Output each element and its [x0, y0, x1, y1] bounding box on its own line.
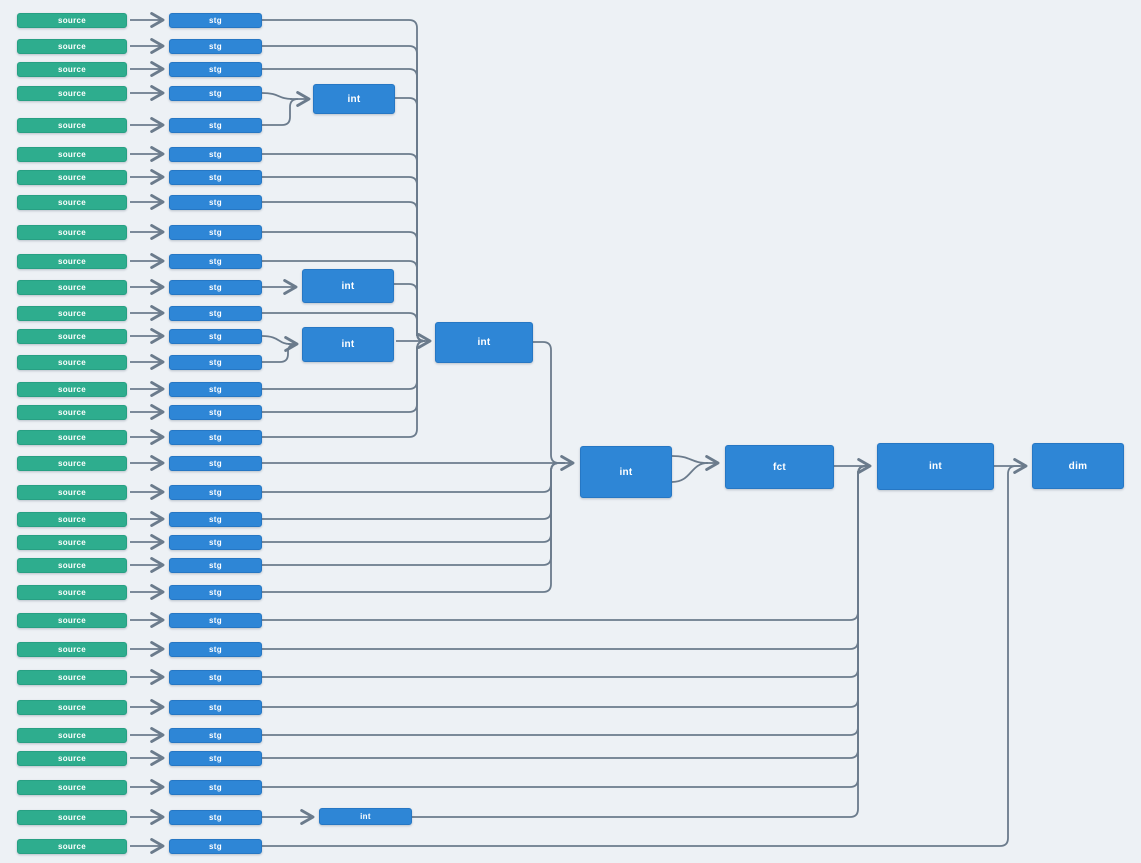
int-node[interactable]: int — [877, 443, 994, 490]
int-node[interactable]: int — [302, 269, 394, 303]
stg-node[interactable]: stg — [169, 381, 262, 397]
source-node[interactable]: source — [17, 429, 127, 445]
edge-line — [262, 462, 565, 543]
edge-line — [262, 462, 565, 566]
source-node[interactable]: source — [17, 534, 127, 550]
source-node[interactable]: source — [17, 279, 127, 295]
edge-line — [533, 341, 565, 464]
source-node[interactable]: source — [17, 511, 127, 527]
stg-node[interactable]: stg — [169, 557, 262, 573]
stg-node[interactable]: stg — [169, 279, 262, 295]
source-node[interactable]: source — [17, 12, 127, 28]
dim-node[interactable]: dim — [1032, 443, 1124, 489]
stg-node[interactable]: stg — [169, 429, 262, 445]
stg-node[interactable]: stg — [169, 253, 262, 269]
stg-node[interactable]: stg — [169, 511, 262, 527]
stg-node[interactable]: stg — [169, 838, 262, 854]
int-node[interactable]: int — [319, 808, 412, 825]
stg-node[interactable]: stg — [169, 38, 262, 54]
stg-node[interactable]: stg — [169, 699, 262, 715]
int-node[interactable]: int — [302, 327, 394, 362]
source-node[interactable]: source — [17, 641, 127, 657]
edge-line — [262, 98, 299, 126]
stg-node[interactable]: stg — [169, 750, 262, 766]
stg-node[interactable]: stg — [169, 809, 262, 825]
edge-line — [261, 92, 293, 100]
source-node[interactable]: source — [17, 38, 127, 54]
source-node[interactable]: source — [17, 699, 127, 715]
source-node[interactable]: source — [17, 354, 127, 370]
edge-line — [262, 462, 565, 520]
source-node[interactable]: source — [17, 669, 127, 685]
stg-node[interactable]: stg — [169, 61, 262, 77]
source-node[interactable]: source — [17, 61, 127, 77]
edge-line — [262, 465, 868, 759]
stg-node[interactable]: stg — [169, 455, 262, 471]
source-node[interactable]: source — [17, 146, 127, 162]
source-node[interactable]: source — [17, 328, 127, 344]
stg-node[interactable]: stg — [169, 328, 262, 344]
stg-node[interactable]: stg — [169, 117, 262, 133]
fct-node[interactable]: fct — [725, 445, 834, 489]
source-node[interactable]: source — [17, 85, 127, 101]
stg-node[interactable]: stg — [169, 669, 262, 685]
source-node[interactable]: source — [17, 169, 127, 185]
source-node[interactable]: source — [17, 584, 127, 600]
stg-node[interactable]: stg — [169, 85, 262, 101]
stg-node[interactable]: stg — [169, 169, 262, 185]
edge-line — [262, 465, 868, 621]
source-node[interactable]: source — [17, 117, 127, 133]
edge-line — [262, 465, 868, 650]
stg-node[interactable]: stg — [169, 534, 262, 550]
source-node[interactable]: source — [17, 224, 127, 240]
edge-line — [262, 465, 868, 788]
edge-line — [262, 465, 868, 678]
source-node[interactable]: source — [17, 404, 127, 420]
stg-node[interactable]: stg — [169, 779, 262, 795]
source-node[interactable]: source — [17, 612, 127, 628]
edge-line — [411, 465, 868, 818]
stg-node[interactable]: stg — [169, 12, 262, 28]
stg-node[interactable]: stg — [169, 641, 262, 657]
stg-node[interactable]: stg — [169, 224, 262, 240]
edge-line — [262, 462, 565, 493]
source-node[interactable]: source — [17, 455, 127, 471]
edge-line — [262, 465, 868, 736]
source-node[interactable]: source — [17, 750, 127, 766]
source-node[interactable]: source — [17, 253, 127, 269]
int-node[interactable]: int — [313, 84, 395, 114]
source-node[interactable]: source — [17, 484, 127, 500]
source-node[interactable]: source — [17, 557, 127, 573]
edge-line — [262, 465, 1020, 847]
stg-node[interactable]: stg — [169, 146, 262, 162]
source-node[interactable]: source — [17, 727, 127, 743]
source-node[interactable]: source — [17, 381, 127, 397]
edge-line — [262, 465, 868, 708]
source-node[interactable]: source — [17, 809, 127, 825]
stg-node[interactable]: stg — [169, 612, 262, 628]
source-node[interactable]: source — [17, 305, 127, 321]
stg-node[interactable]: stg — [169, 194, 262, 210]
source-node[interactable]: source — [17, 838, 127, 854]
int-node[interactable]: int — [435, 322, 533, 363]
edge-line — [262, 343, 297, 363]
int-node[interactable]: int — [580, 446, 672, 498]
edge-line — [261, 335, 291, 345]
stg-node[interactable]: stg — [169, 584, 262, 600]
edge-line — [395, 97, 426, 342]
source-node[interactable]: source — [17, 779, 127, 795]
source-node[interactable]: source — [17, 194, 127, 210]
stg-node[interactable]: stg — [169, 727, 262, 743]
stg-node[interactable]: stg — [169, 404, 262, 420]
edge-line — [671, 455, 709, 464]
stg-node[interactable]: stg — [169, 484, 262, 500]
stg-node[interactable]: stg — [169, 354, 262, 370]
edge-line — [671, 462, 709, 483]
stg-node[interactable]: stg — [169, 305, 262, 321]
edge-line — [262, 462, 565, 593]
